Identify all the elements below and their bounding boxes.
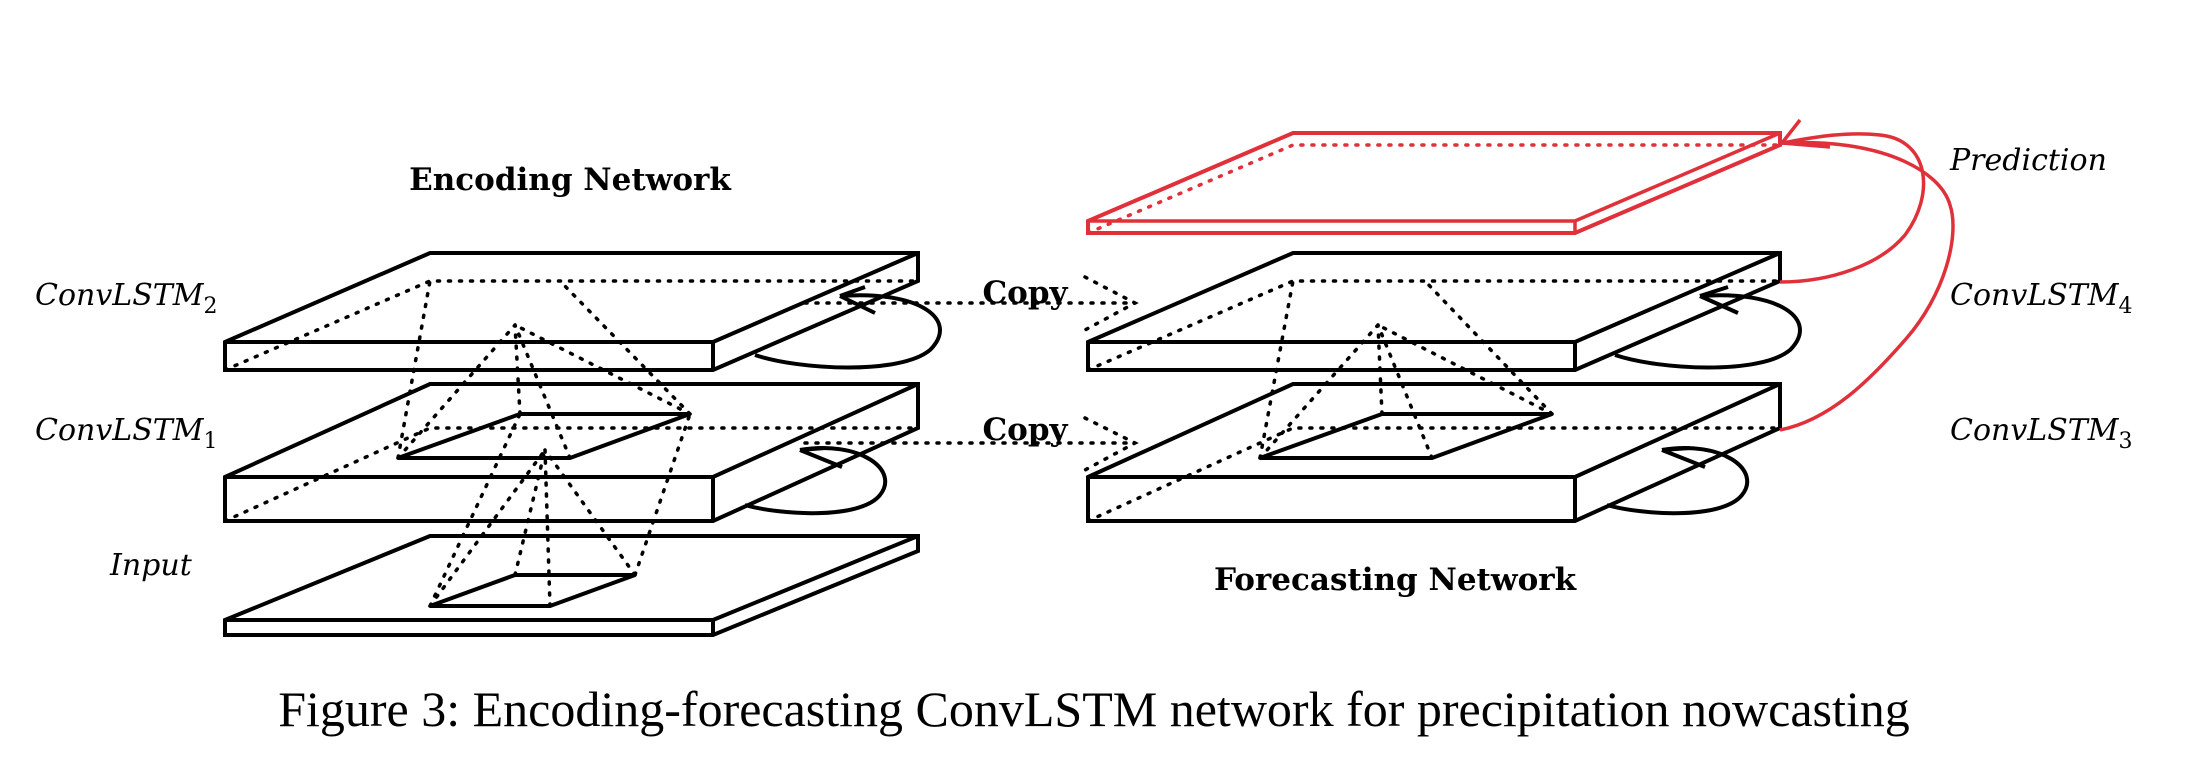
copy-arrows — [803, 275, 1139, 472]
convlstm1-layer — [223, 382, 920, 608]
label-convlstm4: ConvLSTM4 — [1950, 278, 2133, 319]
forecasting-network-title: Forecasting Network — [1214, 562, 1578, 598]
input-layer — [223, 534, 920, 637]
label-convlstm2: ConvLSTM2 — [35, 278, 218, 319]
prediction-connectors — [1779, 118, 1955, 432]
figure-caption: Figure 3: Encoding-forecasting ConvLSTM … — [278, 681, 1910, 737]
label-input: Input — [109, 548, 193, 583]
encoding-network-title: Encoding Network — [409, 162, 732, 198]
convlstm2-layer — [223, 251, 942, 460]
prediction-layer — [1086, 131, 1782, 235]
convlstm3-layer — [1086, 382, 1782, 523]
label-convlstm3: ConvLSTM3 — [1950, 413, 2133, 454]
copy-label-upper: Copy — [982, 275, 1068, 311]
label-prediction: Prediction — [1949, 143, 2107, 178]
convlstm4-layer — [1086, 251, 1802, 460]
copy-label-lower: Copy — [982, 412, 1068, 448]
label-convlstm1: ConvLSTM1 — [35, 413, 218, 454]
